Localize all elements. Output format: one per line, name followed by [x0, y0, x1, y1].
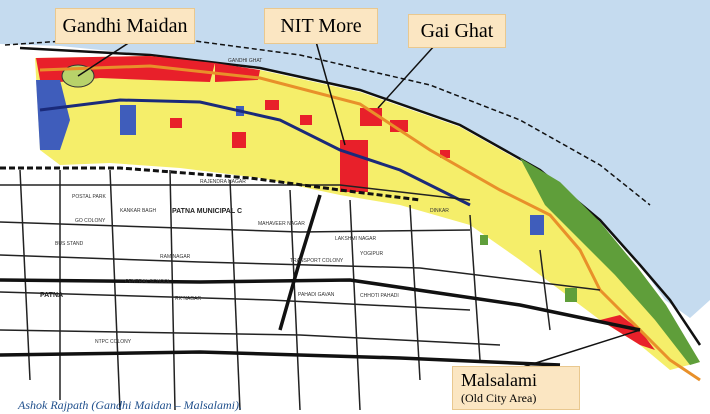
label-gandhi-ghat: GANDHI GHAT [228, 58, 262, 64]
label-rk-nagar: RK NAGAR [175, 296, 202, 302]
callout-gandhi-maidan-text: Gandhi Maidan [62, 15, 188, 37]
callout-malsalami-text: Malsalami [461, 370, 537, 390]
label-dinkar: DINKAR [430, 208, 449, 214]
label-ntpc-colony: NTPC COLONY [95, 339, 132, 345]
label-ram-nagar: RAM NAGAR [160, 254, 191, 260]
road-network [0, 169, 601, 411]
label-patna: PATNA [40, 292, 63, 299]
river [0, 0, 710, 318]
label-mahaveer-nagar: MAHAVEER NAGAR [258, 221, 305, 227]
callout-malsalami-subtext: (Old City Area) [461, 391, 537, 405]
callout-gai-ghat: Gai Ghat [408, 14, 506, 48]
callout-gandhi-maidan: Gandhi Maidan [55, 8, 195, 44]
label-kankar-bagh: KANKAR BAGH [120, 208, 157, 214]
river-bank-line [19, 46, 702, 346]
label-transport-colony: TRANSPORT COLONY [290, 258, 344, 264]
callout-nit-more-text: NIT More [280, 15, 362, 37]
label-rajendra-nagar: RAJENDRA NAGAR [200, 179, 246, 185]
label-go-colony: GO COLONY [75, 218, 106, 224]
mixed-use-zone [35, 56, 700, 370]
green-belt [520, 158, 700, 365]
main-road-dark [39, 98, 471, 207]
label-lakshmi-nagar: LAKSHMI NAGAR [335, 236, 377, 242]
label-central-school: CENTRAL SCHOOL [125, 279, 171, 285]
label-bus-stand: BUS STAND [55, 241, 84, 247]
figure-caption: Ashok Rajpath (Gandhi Maidan – Malsalami… [18, 398, 242, 412]
label-postal-park: POSTAL PARK [72, 194, 106, 200]
label-chhoti-pahadi: CHHOTI PAHADI [360, 293, 399, 299]
label-yogipur: YOGIPUR [360, 251, 383, 257]
commercial-zones [36, 56, 655, 350]
callout-nit-more: NIT More [264, 8, 378, 44]
callout-malsalami: Malsalami (Old City Area) [452, 366, 580, 410]
green-patches [480, 235, 577, 302]
ashok-rajpath-road [39, 64, 701, 382]
label-patna-municipal: PATNA MUNICIPAL C [172, 208, 242, 215]
callout-pointers [77, 37, 641, 369]
callout-gai-ghat-text: Gai Ghat [420, 20, 494, 42]
label-pahadi-gavan: PAHADI GAVAN [298, 292, 335, 298]
highways [0, 194, 641, 367]
